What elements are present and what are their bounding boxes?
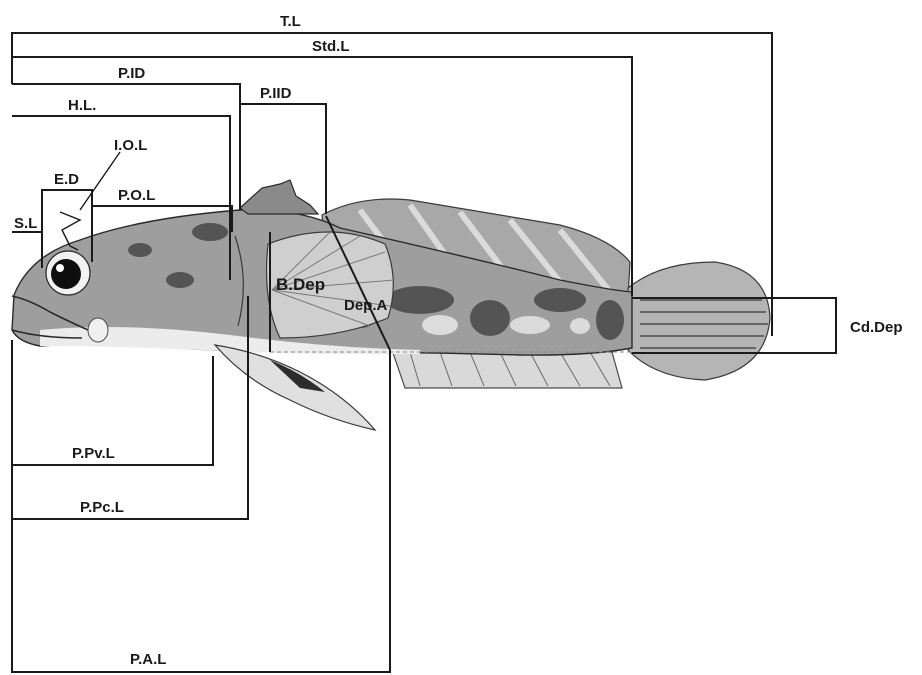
label-post-orbital-length: P.O.L [118, 187, 155, 204]
label-body-depth: B.Dep [276, 275, 325, 294]
label-depth-at-anal: Dep.A [344, 297, 388, 314]
label-eye-diameter: E.D [54, 171, 79, 188]
interorbital-pointer [80, 152, 120, 210]
label-pre-pectoral-length: P.Pc.L [80, 499, 124, 516]
anal-fin [392, 350, 622, 388]
label-interorbital-length: I.O.L [114, 137, 147, 154]
label-snout-length: S.L [14, 215, 37, 232]
pelvic-fin [215, 345, 375, 430]
label-caudal-depth: Cd.Dep [850, 319, 903, 336]
first-dorsal-fin [240, 180, 318, 214]
label-pre-second-dorsal: P.IID [260, 85, 292, 102]
label-total-length: T.L [280, 13, 301, 30]
label-standard-length: Std.L [312, 38, 350, 55]
label-pre-pelvic-length: P.Pv.L [72, 445, 115, 462]
label-pre-first-dorsal: P.ID [118, 65, 145, 82]
label-head-length: H.L. [68, 97, 96, 114]
caudal-fin [628, 262, 770, 380]
label-pre-anal-length: P.A.L [130, 651, 166, 668]
